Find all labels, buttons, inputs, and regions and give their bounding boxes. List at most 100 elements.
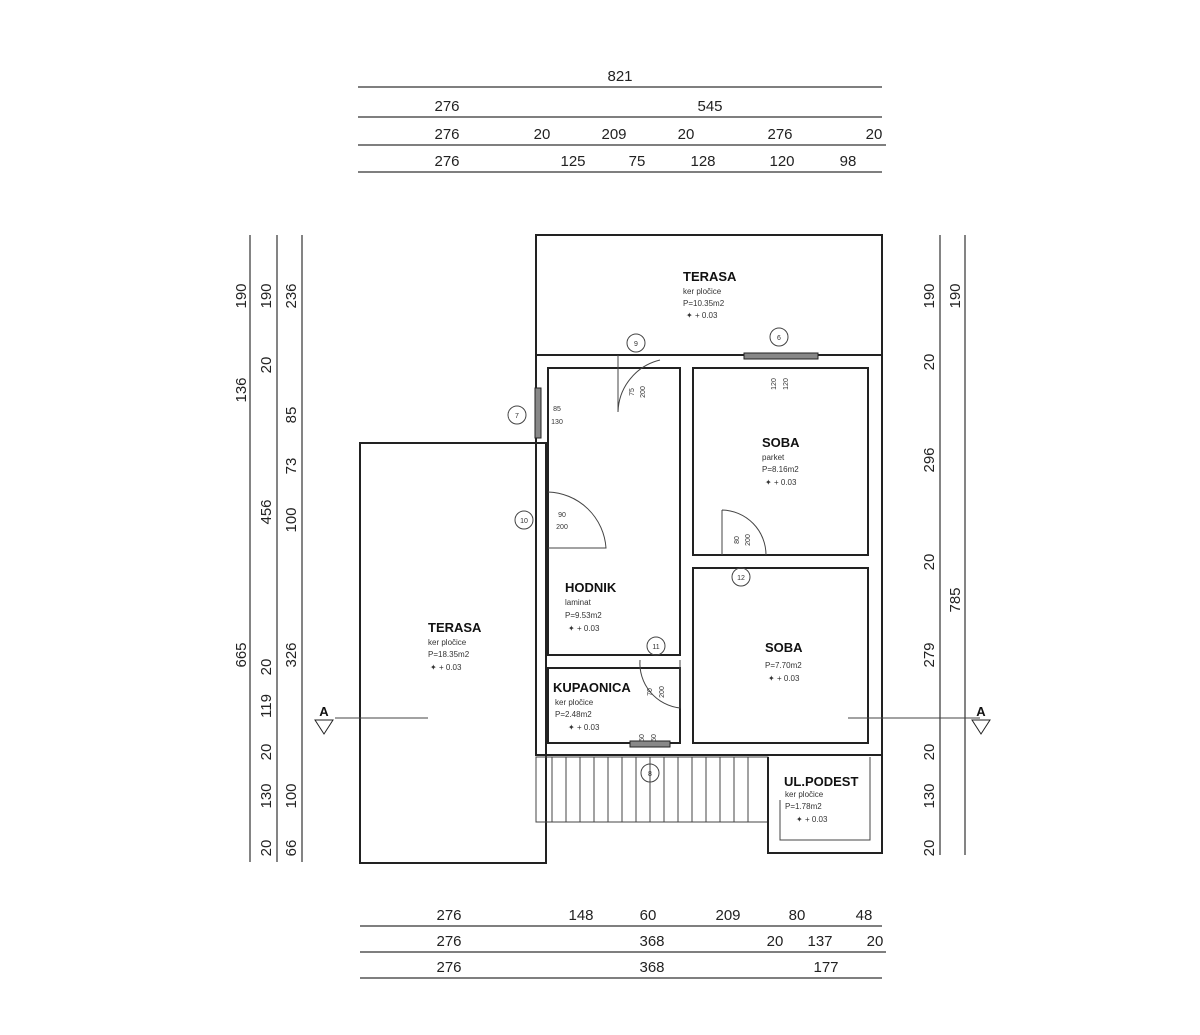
- room-level: ✦ + 0.03: [568, 624, 600, 633]
- dim-label: 20: [678, 126, 695, 143]
- room-level: ✦ + 0.03: [430, 663, 462, 672]
- dim-label: 137: [807, 933, 832, 950]
- dim-label: 20: [921, 354, 938, 371]
- dim-label: 120: [769, 153, 794, 170]
- room-area: P=1.78m2: [785, 802, 822, 811]
- opening-size: 130: [551, 419, 563, 426]
- opening-size: 120: [771, 378, 778, 390]
- dim-label: 177: [813, 959, 838, 976]
- opening-id: 11: [652, 644, 659, 651]
- opening-id: 12: [737, 575, 745, 582]
- opening-size: 75: [629, 388, 636, 396]
- room-name: SOBA: [765, 640, 803, 655]
- dim-label: 130: [258, 783, 275, 808]
- dim-label: 785: [947, 587, 964, 612]
- opening-size: 70: [647, 688, 654, 696]
- dim-label: 48: [856, 907, 873, 924]
- dim-label: 60: [640, 907, 657, 924]
- dim-label: 73: [283, 458, 300, 475]
- dim-label: 326: [283, 642, 300, 667]
- dim-label: 20: [867, 933, 884, 950]
- dim-label: 665: [233, 642, 250, 667]
- room-kupaonica: KUPAONICA ker pločice P=2.48m2 ✦ + 0.03: [553, 680, 631, 732]
- opening-id: 7: [515, 413, 519, 420]
- dim-label: 20: [534, 126, 551, 143]
- dim-label: 190: [947, 283, 964, 308]
- opening-id: 6: [777, 335, 781, 342]
- room-name: SOBA: [762, 435, 800, 450]
- dim-label: 66: [283, 840, 300, 857]
- top-dimensions: 821 276 545 276 20 209 20 276 20 276 125…: [358, 68, 886, 173]
- room-floor: ker pločice: [683, 287, 722, 296]
- opening-tags: 9 75 200 6 120 120 7 85 130 10 90 200 12…: [507, 327, 790, 783]
- dim-label: 368: [639, 933, 664, 950]
- dim-label: 276: [436, 933, 461, 950]
- dim-label: 20: [258, 744, 275, 761]
- dim-label: 20: [921, 744, 938, 761]
- dim-label: 100: [283, 783, 300, 808]
- dim-label: 296: [921, 447, 938, 472]
- dim-label: 20: [258, 659, 275, 676]
- dim-label: 276: [767, 126, 792, 143]
- room-area: P=18.35m2: [428, 650, 470, 659]
- room-name: HODNIK: [565, 580, 617, 595]
- dim-label: 276: [434, 153, 459, 170]
- room-floor: ker pločice: [785, 790, 824, 799]
- room-soba-1: SOBA parket P=8.16m2 ✦ + 0.03: [762, 435, 800, 487]
- dim-label: 276: [434, 98, 459, 115]
- opening-size: 85: [553, 406, 561, 413]
- dim-label: 368: [639, 959, 664, 976]
- room-level: ✦ + 0.03: [768, 674, 800, 683]
- opening-size: 60: [651, 734, 658, 742]
- dim-label: 821: [607, 68, 632, 85]
- section-marker-right: A: [976, 704, 986, 719]
- room-floor: ker pločice: [428, 638, 467, 647]
- room-name: KUPAONICA: [553, 680, 631, 695]
- opening-size: 80: [734, 536, 741, 544]
- dim-label: 128: [690, 153, 715, 170]
- room-level: ✦ + 0.03: [686, 311, 718, 320]
- opening-size: 200: [659, 686, 666, 698]
- dim-label: 20: [921, 554, 938, 571]
- dim-label: 190: [233, 283, 250, 308]
- dim-label: 148: [568, 907, 593, 924]
- opening-id: 8: [648, 771, 652, 778]
- dim-label: 85: [283, 407, 300, 424]
- room-terasa-left: TERASA ker pločice P=18.35m2 ✦ + 0.03: [428, 620, 482, 672]
- dim-label: 279: [921, 642, 938, 667]
- room-area: P=10.35m2: [683, 299, 725, 308]
- opening-size: 200: [640, 386, 647, 398]
- room-level: ✦ + 0.03: [796, 815, 828, 824]
- opening-size: 200: [745, 534, 752, 546]
- room-level: ✦ + 0.03: [568, 723, 600, 732]
- room-area: P=9.53m2: [565, 611, 602, 620]
- opening-size: 60: [639, 734, 646, 742]
- dim-label: 125: [560, 153, 585, 170]
- opening-size: 120: [783, 378, 790, 390]
- left-dimensions: 190 136 665 190 20 456 20 119 20 130 20 …: [233, 235, 303, 862]
- dim-label: 209: [601, 126, 626, 143]
- dim-label: 80: [789, 907, 806, 924]
- room-terasa-top: TERASA ker pločice P=10.35m2 ✦ + 0.03: [683, 269, 737, 320]
- dim-label: 98: [840, 153, 857, 170]
- dim-label: 20: [866, 126, 883, 143]
- dim-label: 130: [921, 783, 938, 808]
- room-name: UL.PODEST: [784, 774, 858, 789]
- dim-label: 20: [258, 840, 275, 857]
- dim-label: 276: [436, 959, 461, 976]
- dim-label: 190: [258, 283, 275, 308]
- dim-label: 100: [283, 507, 300, 532]
- bottom-dimensions: 276 148 60 209 80 48 276 368 20 137 20 2…: [360, 907, 886, 979]
- room-area: P=2.48m2: [555, 710, 592, 719]
- room-name: TERASA: [428, 620, 482, 635]
- room-floor: parket: [762, 453, 785, 462]
- dim-label: 456: [258, 499, 275, 524]
- room-hodnik: HODNIK laminat P=9.53m2 ✦ + 0.03: [565, 580, 617, 633]
- dim-label: 545: [697, 98, 722, 115]
- dim-label: 20: [921, 840, 938, 857]
- dim-label: 276: [434, 126, 459, 143]
- room-area: P=7.70m2: [765, 661, 802, 670]
- dim-label: 136: [233, 377, 250, 402]
- opening-id: 9: [634, 341, 638, 348]
- room-floor: laminat: [565, 598, 592, 607]
